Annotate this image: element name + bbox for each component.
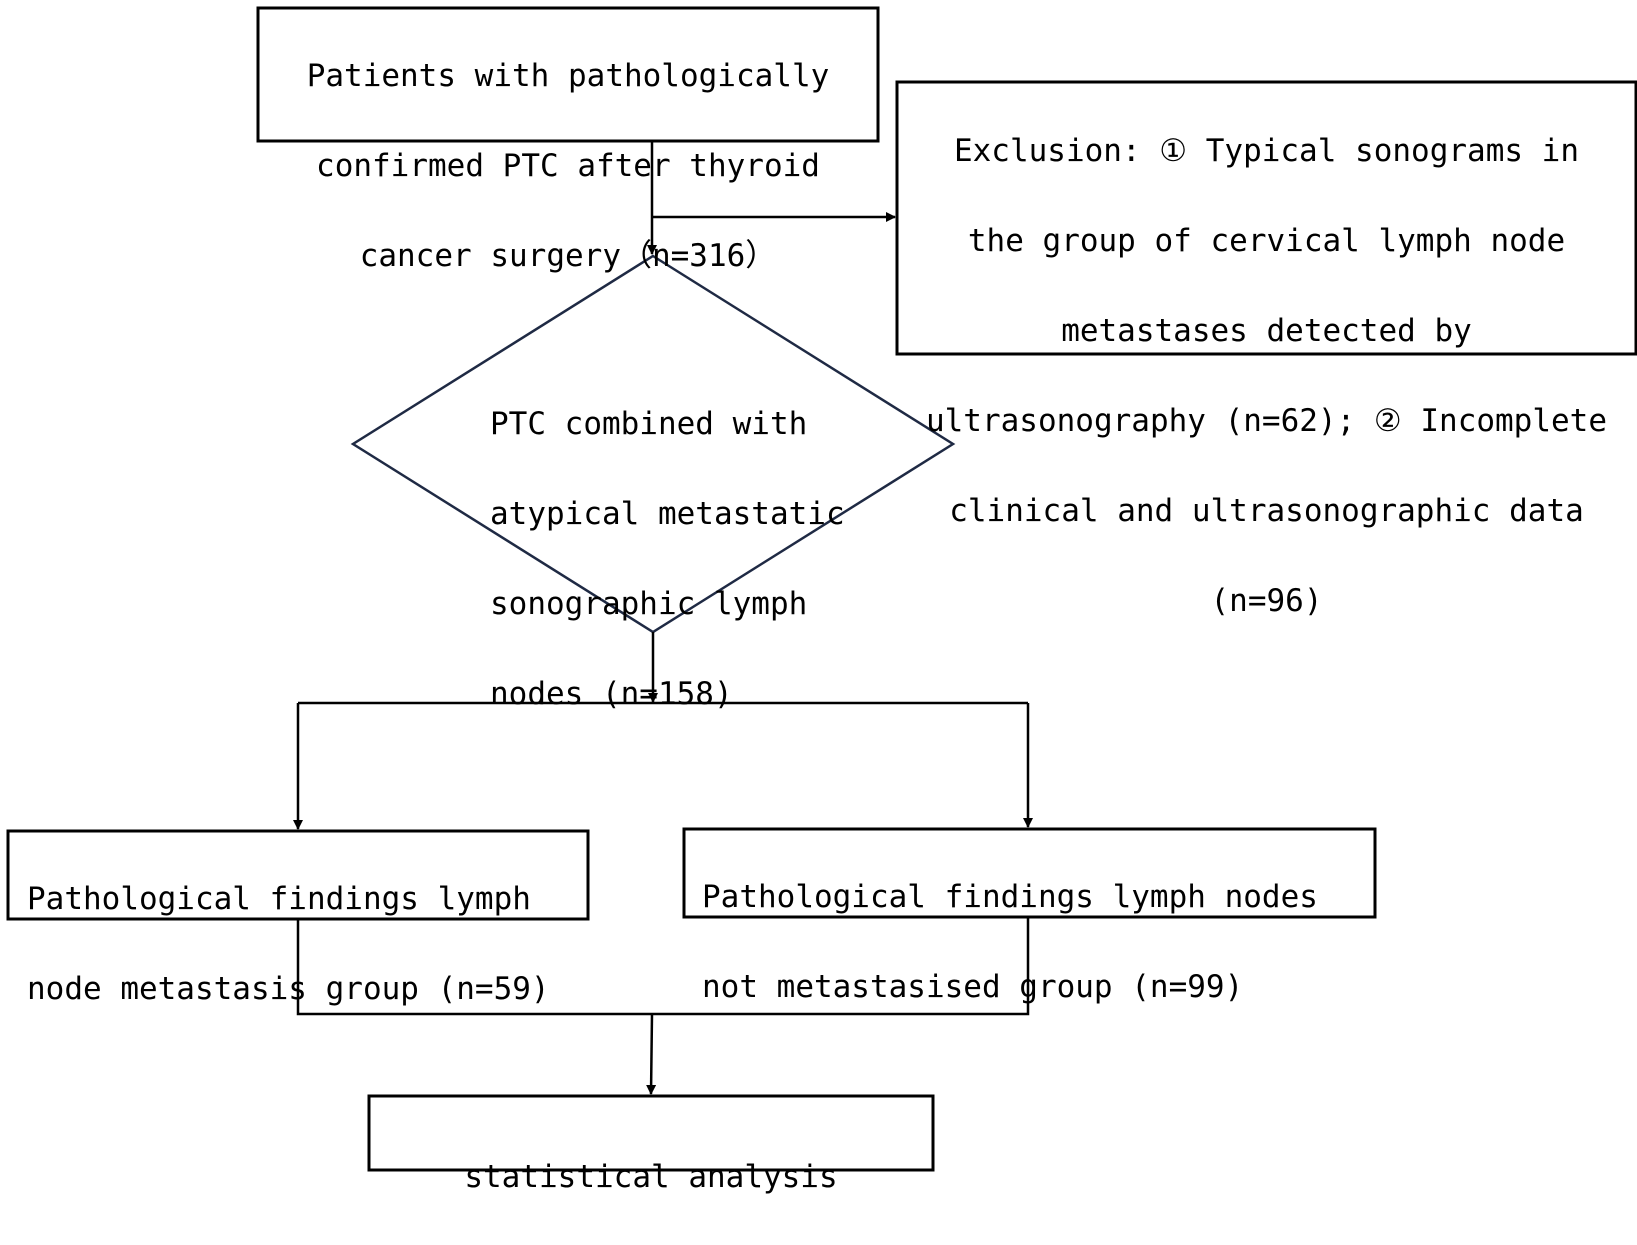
metastasis-line-2: node metastasis group (n=59) [27,971,550,1007]
analysis-line-1: statistical analysis [464,1159,838,1195]
start-line-3: cancer surgery（n=316） [359,238,777,274]
exclusion-line-1: Exclusion: ① Typical sonograms in [953,133,1580,169]
decision-line-1: PTC combined with [490,406,808,442]
analysis-box [367,1094,935,1172]
not-metastasised-group-box [682,827,1377,919]
not-metastasised-line-2: not metastasised group (n=99) [702,969,1244,1005]
start-line-2: confirmed PTC after thyroid [316,148,820,184]
exclusion-box-text: Exclusion: ① Typical sonograms in the gr… [899,84,1634,669]
connector-merge [296,917,1030,1016]
exclusion-box [895,80,1637,356]
start-line-1: Patients with pathologically [306,58,830,94]
decision-line-2: atypical metastatic [490,496,845,532]
metastasis-group-text: Pathological findings lymph node metasta… [27,832,585,1057]
connector-to-analysis [646,1013,657,1095]
not-metastasised-line-1: Pathological findings lymph nodes [702,879,1318,915]
exclusion-line-5: clinical and ultrasonographic data [949,493,1584,529]
exclusion-line-4: ultrasonography (n=62); ② Incomplete [925,403,1608,439]
exclusion-line-2: the group of cervical lymph node [967,223,1566,259]
flowchart-canvas [6,6,1637,1172]
metastasis-line-1: Pathological findings lymph [27,881,531,917]
analysis-box-text: statistical analysis [371,1110,931,1245]
decision-line-4: nodes (n=158) [490,676,733,712]
exclusion-line-3: metastases detected by [1061,313,1472,349]
decision-text: PTC combined with atypical metastatic so… [490,357,890,762]
start-box [256,6,880,143]
exclusion-line-6: (n=96) [1210,583,1323,619]
start-box-text: Patients with pathologically confirmed P… [260,9,876,324]
decision-line-3: sonographic lymph [490,586,808,622]
not-metastasised-group-text: Pathological findings lymph nodes not me… [702,830,1372,1055]
